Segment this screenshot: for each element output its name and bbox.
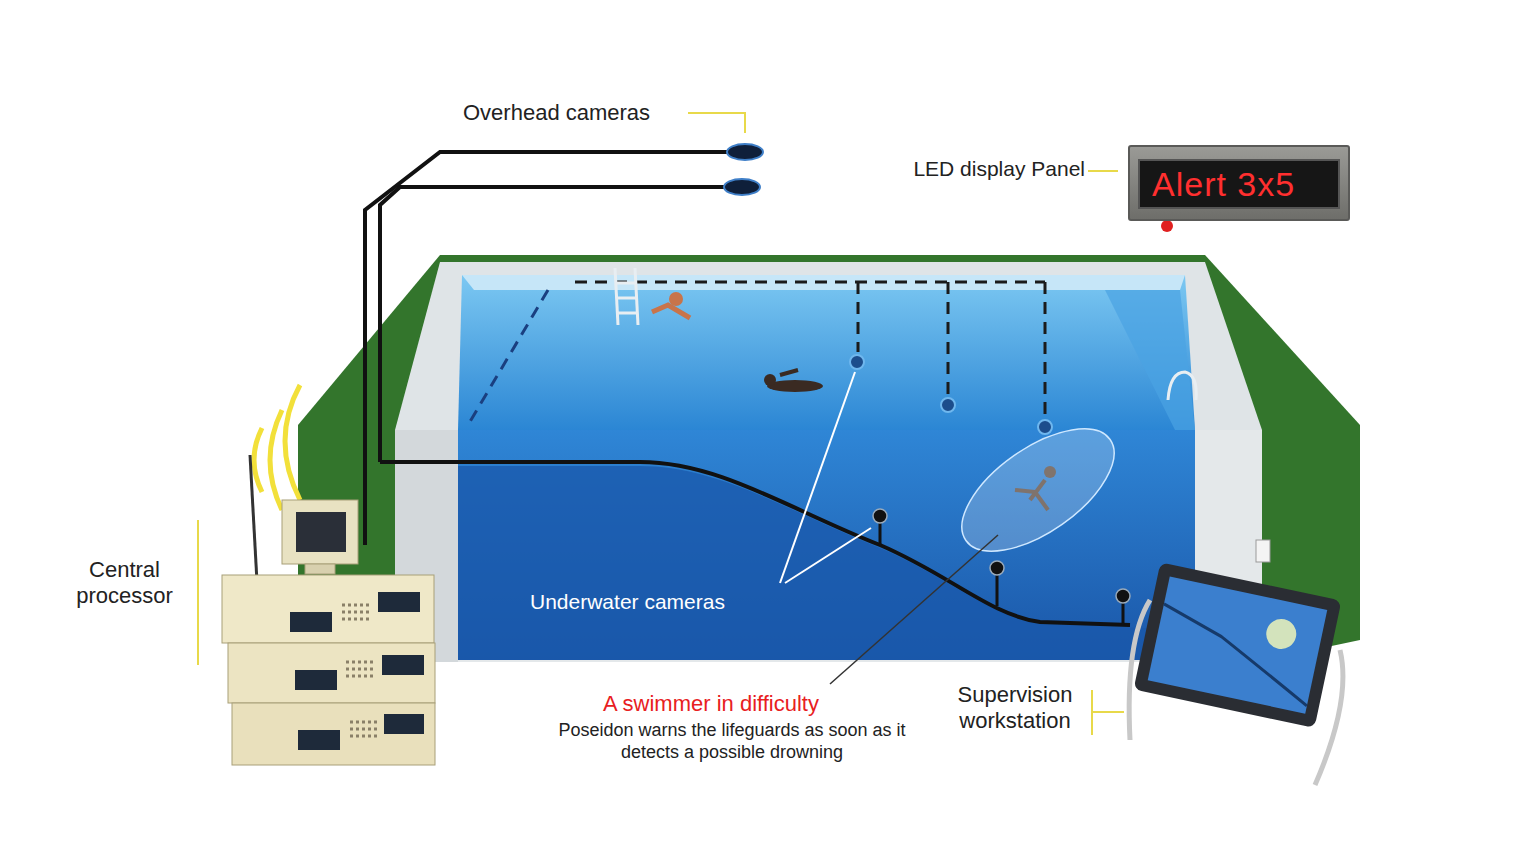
wireless-signal bbox=[270, 410, 282, 510]
lane-markings bbox=[468, 282, 1045, 425]
central-processor bbox=[282, 500, 358, 564]
central-processor bbox=[342, 605, 378, 736]
wall-socket bbox=[1256, 540, 1270, 562]
supervision-workstation bbox=[1133, 562, 1341, 728]
camera-cable bbox=[365, 152, 735, 545]
central-processor bbox=[228, 643, 435, 703]
panel-heading: LED display Panel bbox=[913, 157, 1085, 181]
callout-bracket bbox=[1088, 170, 1118, 172]
central-processor bbox=[298, 730, 340, 750]
swimmers bbox=[652, 292, 1134, 575]
central-processor bbox=[222, 455, 435, 765]
lane-markings bbox=[575, 281, 1045, 284]
swimmers bbox=[652, 305, 690, 318]
leader-line bbox=[830, 535, 998, 684]
pool-ladder bbox=[1168, 372, 1196, 400]
underwater-camera bbox=[880, 520, 1123, 625]
swimmers bbox=[669, 292, 683, 306]
camera-cable bbox=[380, 187, 730, 462]
pool-ladder bbox=[617, 312, 637, 315]
supervision-workstation bbox=[1263, 616, 1299, 652]
lane-markings bbox=[1044, 282, 1047, 418]
underwater-camera bbox=[850, 355, 864, 369]
pool-rim bbox=[395, 262, 1262, 430]
leader-line bbox=[785, 528, 871, 583]
led-indicator bbox=[1161, 220, 1173, 232]
underwater-camera bbox=[850, 355, 1130, 625]
central-processor bbox=[382, 655, 424, 675]
overhead-camera bbox=[724, 179, 760, 195]
swimmers bbox=[942, 405, 1134, 575]
supervision-workstation bbox=[1148, 577, 1328, 714]
supervision-workstation bbox=[1129, 562, 1343, 785]
central-processor bbox=[296, 512, 346, 552]
central-processor bbox=[232, 703, 435, 765]
processor-label: Central processor bbox=[62, 557, 187, 610]
water-surface bbox=[458, 275, 1195, 430]
lane-markings bbox=[857, 282, 860, 352]
led-indicator bbox=[1161, 220, 1173, 232]
camera-cable bbox=[365, 152, 1130, 625]
central-processor bbox=[295, 670, 337, 690]
alert-heading: A swimmer in difficulty bbox=[603, 691, 819, 717]
workstation-label: Supervision workstation bbox=[945, 682, 1085, 735]
central-processor bbox=[222, 575, 434, 643]
camera-label: Overhead cameras bbox=[463, 100, 650, 126]
central-processor bbox=[378, 592, 420, 612]
underwater-camera bbox=[1038, 420, 1052, 434]
callout-bracket bbox=[688, 113, 745, 133]
central-processor bbox=[384, 714, 424, 734]
underwater-camera bbox=[941, 398, 955, 412]
pool-ladder bbox=[616, 282, 636, 285]
leader-line bbox=[780, 372, 855, 583]
lane-markings bbox=[947, 282, 950, 397]
overhead-camera bbox=[727, 144, 763, 160]
wireless-signal bbox=[285, 385, 300, 500]
wall-socket bbox=[1256, 540, 1270, 562]
pool-rim bbox=[395, 430, 1262, 662]
camera-cable bbox=[380, 462, 1130, 625]
supervision-workstation bbox=[1133, 562, 1341, 728]
callout-bracket bbox=[198, 113, 1124, 735]
pool-ladder bbox=[615, 268, 1196, 400]
pool-ladder bbox=[617, 297, 637, 300]
underwater-camera bbox=[990, 561, 1004, 575]
swimmers bbox=[1015, 480, 1048, 510]
lane-markings bbox=[468, 290, 548, 425]
central-processor bbox=[305, 564, 335, 574]
supervision-workstation bbox=[1149, 604, 1321, 706]
led-display-panel: LED display PanelAlert 3x5 bbox=[1128, 145, 1350, 221]
underwater-camera bbox=[873, 509, 887, 523]
leader-line bbox=[780, 372, 998, 684]
swimmers bbox=[1044, 466, 1056, 478]
callout-bracket bbox=[197, 520, 199, 665]
note-text: Poseidon warns the lifeguards as soon as… bbox=[527, 720, 937, 763]
swimmers bbox=[780, 370, 798, 375]
wireless-signal bbox=[254, 428, 262, 492]
led-screen: Alert 3x5 bbox=[1138, 159, 1340, 209]
central-processor bbox=[290, 612, 332, 632]
underwater-camera bbox=[1116, 589, 1130, 603]
overhead-camera bbox=[724, 144, 763, 195]
alert-message: Alert 3x5 bbox=[1152, 165, 1295, 204]
wireless-signal bbox=[254, 385, 300, 510]
water-surface bbox=[462, 275, 1185, 290]
camera-label: Underwater cameras bbox=[530, 589, 725, 614]
swimmers bbox=[764, 374, 776, 386]
callout-bracket bbox=[1092, 690, 1124, 735]
